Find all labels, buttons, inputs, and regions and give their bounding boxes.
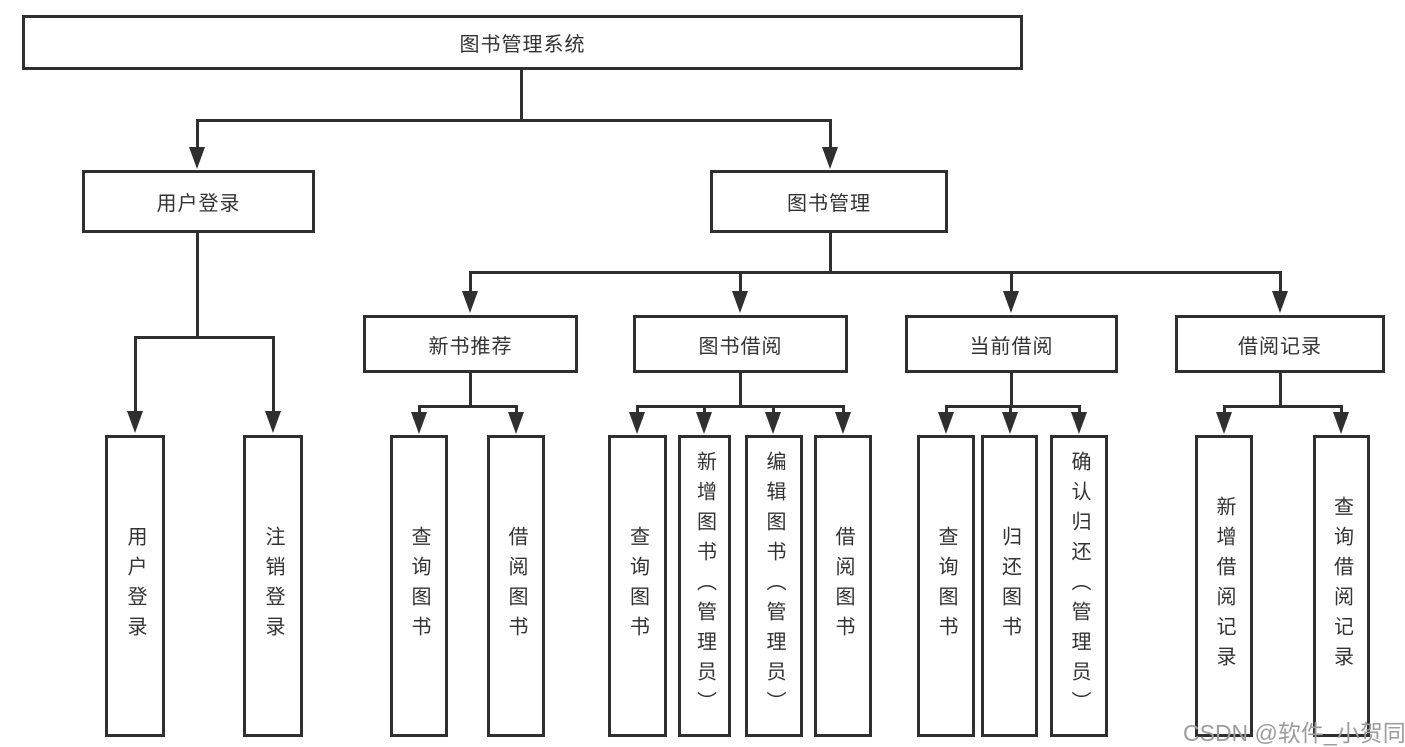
leaf-return-book: 归还图书: [981, 435, 1038, 737]
arrowhead: [938, 412, 954, 434]
arrowhead: [1272, 291, 1288, 313]
arrowhead: [1003, 291, 1019, 313]
leaf-label: 编辑图书（管理员）: [763, 451, 785, 721]
leaf-confirm-return-admin: 确认归还（管理员）: [1050, 435, 1108, 737]
connector-line: [636, 405, 639, 415]
leaf-label: 确认归还（管理员）: [1068, 451, 1090, 721]
leaf-edit-book-admin: 编辑图书（管理员）: [745, 435, 803, 737]
arrowhead: [508, 412, 524, 434]
connector-line: [1223, 405, 1343, 408]
arrowhead: [265, 411, 281, 433]
node-book-borrow: 图书借阅: [633, 315, 848, 373]
node-label: 图书管理系统: [459, 34, 586, 56]
arrowhead: [1071, 412, 1087, 434]
connector-line: [469, 373, 472, 408]
leaf-query-borrow-record: 查询借阅记录: [1313, 435, 1370, 737]
connector-line: [945, 405, 1081, 408]
arrowhead: [696, 412, 712, 434]
connector-line: [1223, 405, 1226, 415]
leaf-query-books-2: 查询图书: [608, 435, 667, 737]
arrowhead: [765, 412, 781, 434]
connector-line: [196, 233, 199, 339]
leaf-label: 借阅图书: [832, 526, 854, 646]
arrowhead: [835, 412, 851, 434]
arrowhead: [1216, 412, 1232, 434]
leaf-label: 归还图书: [998, 526, 1021, 646]
leaf-add-borrow-record: 新增借阅记录: [1195, 435, 1253, 737]
leaf-label: 新增图书（管理员）: [693, 451, 716, 721]
arrowhead: [629, 412, 645, 434]
connector-line: [520, 68, 523, 121]
node-label: 用户登录: [156, 193, 241, 215]
connector-line: [1010, 373, 1013, 408]
leaf-user-login: 用户登录: [105, 435, 165, 737]
connector-line: [134, 336, 275, 339]
leaf-logout: 注销登录: [243, 435, 303, 737]
connector-line: [739, 373, 742, 408]
node-user-login: 用户登录: [82, 170, 315, 233]
node-new-book-recommend: 新书推荐: [363, 315, 578, 373]
connector-line: [1078, 405, 1081, 415]
connector-line: [469, 271, 472, 293]
node-book-management: 图书管理: [710, 170, 948, 233]
connector-line: [703, 405, 706, 415]
leaf-label: 借阅图书: [505, 526, 527, 646]
connector-line: [134, 336, 137, 413]
arrowhead: [127, 411, 143, 433]
csdn-watermark: CSDN @软件_小贺同学: [1183, 720, 1405, 746]
connector-line: [1340, 405, 1343, 415]
arrowhead: [1002, 412, 1018, 434]
arrowhead: [732, 291, 748, 313]
node-label: 图书借阅: [698, 335, 783, 358]
leaf-query-books-3: 查询图书: [917, 435, 975, 737]
arrowhead: [462, 291, 478, 313]
leaf-label: 查询图书: [935, 526, 957, 646]
connector-line: [515, 405, 518, 415]
connector-line: [469, 271, 1282, 274]
leaf-label: 查询图书: [626, 526, 649, 646]
leaf-label: 新增借阅记录: [1213, 496, 1235, 676]
connector-line: [636, 405, 845, 408]
connector-line: [829, 119, 832, 149]
leaf-add-book-admin: 新增图书（管理员）: [678, 435, 731, 737]
connector-line: [1009, 405, 1012, 415]
leaf-label: 用户登录: [124, 526, 146, 646]
connector-line: [418, 405, 421, 415]
connector-line: [196, 119, 199, 149]
connector-line: [1279, 373, 1282, 408]
connector-line: [739, 271, 742, 293]
node-label: 当前借阅: [969, 335, 1054, 358]
node-label: 新书推荐: [428, 335, 513, 358]
connector-line: [829, 233, 832, 274]
arrowhead: [1333, 412, 1349, 434]
leaf-label: 查询图书: [408, 526, 430, 646]
arrowhead: [411, 412, 427, 434]
connector-line: [945, 405, 948, 415]
connector-line: [272, 336, 275, 413]
connector-line: [418, 405, 518, 408]
arrowhead: [189, 147, 205, 169]
connector-line: [772, 405, 775, 415]
leaf-borrow-books-1: 借阅图书: [487, 435, 545, 737]
connector-line: [196, 119, 832, 122]
node-current-borrow: 当前借阅: [905, 315, 1118, 373]
node-label: 图书管理: [787, 193, 871, 215]
connector-line: [842, 405, 845, 415]
node-borrow-record: 借阅记录: [1175, 315, 1385, 373]
node-root-system: 图书管理系统: [22, 15, 1023, 70]
leaf-label: 查询借阅记录: [1330, 496, 1353, 676]
connector-line: [1010, 271, 1013, 293]
arrowhead: [822, 147, 838, 169]
leaf-label: 注销登录: [262, 526, 284, 646]
leaf-borrow-books-2: 借阅图书: [814, 435, 872, 737]
node-label: 借阅记录: [1238, 335, 1322, 358]
leaf-query-books-1: 查询图书: [390, 435, 448, 737]
connector-line: [1279, 271, 1282, 293]
